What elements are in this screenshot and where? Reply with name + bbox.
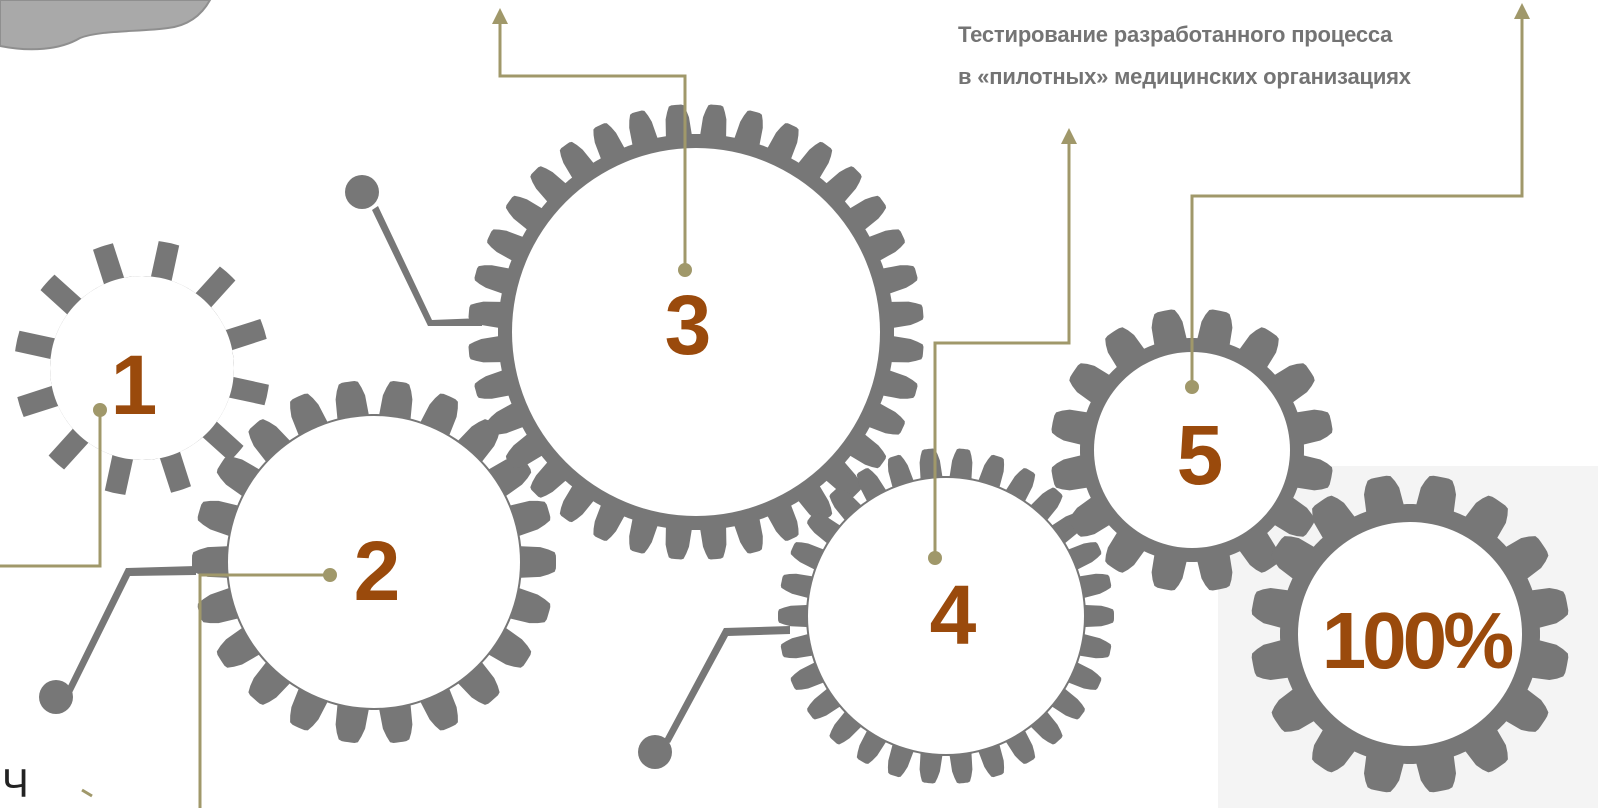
stem-4 (664, 626, 790, 743)
dot-1 (93, 403, 107, 417)
decorative-blob (0, 0, 212, 51)
stem-4-tip (638, 735, 672, 769)
connector-1 (0, 410, 102, 568)
stem-2 (66, 566, 196, 693)
connector-2 (198, 573, 330, 808)
gear-100-label: 100% (1322, 596, 1513, 685)
connector-markers (93, 3, 1530, 582)
gear-2-hub (228, 416, 520, 708)
callout-line-2: в «пилотных» медицинских организациях (958, 64, 1411, 89)
decorative-stems (39, 175, 790, 769)
arrow-3 (492, 8, 508, 24)
stem-2-tip (39, 680, 73, 714)
gear-4-hub (808, 478, 1084, 754)
cropped-text: Ч (2, 762, 29, 806)
dot-4 (928, 551, 942, 565)
stem-3-tip (345, 175, 379, 209)
connectors (0, 16, 1524, 808)
stem-3 (372, 206, 482, 326)
step-5-callout: Тестирование разработанного процесса в «… (958, 14, 1478, 98)
gear-3-label: 3 (665, 278, 712, 372)
gear-100-hub (1298, 522, 1522, 746)
gears-group (15, 104, 1569, 793)
gear-2-label: 2 (354, 524, 401, 618)
connector-4 (933, 142, 1071, 558)
gear-4-label: 4 (930, 568, 977, 662)
callout-line-1: Тестирование разработанного процесса (958, 22, 1393, 47)
dot-5 (1185, 380, 1199, 394)
connector-3 (498, 22, 687, 270)
dot-3 (678, 263, 692, 277)
gear-3-hub (512, 148, 880, 516)
arrow-4 (1061, 128, 1077, 144)
connector-5 (1190, 16, 1524, 387)
dot-2 (323, 568, 337, 582)
gear-5-label: 5 (1177, 408, 1224, 502)
gear-5-hub (1094, 352, 1290, 548)
gear-1-label: 1 (111, 338, 158, 432)
connector-corner (81, 788, 93, 798)
arrow-5 (1514, 3, 1530, 19)
